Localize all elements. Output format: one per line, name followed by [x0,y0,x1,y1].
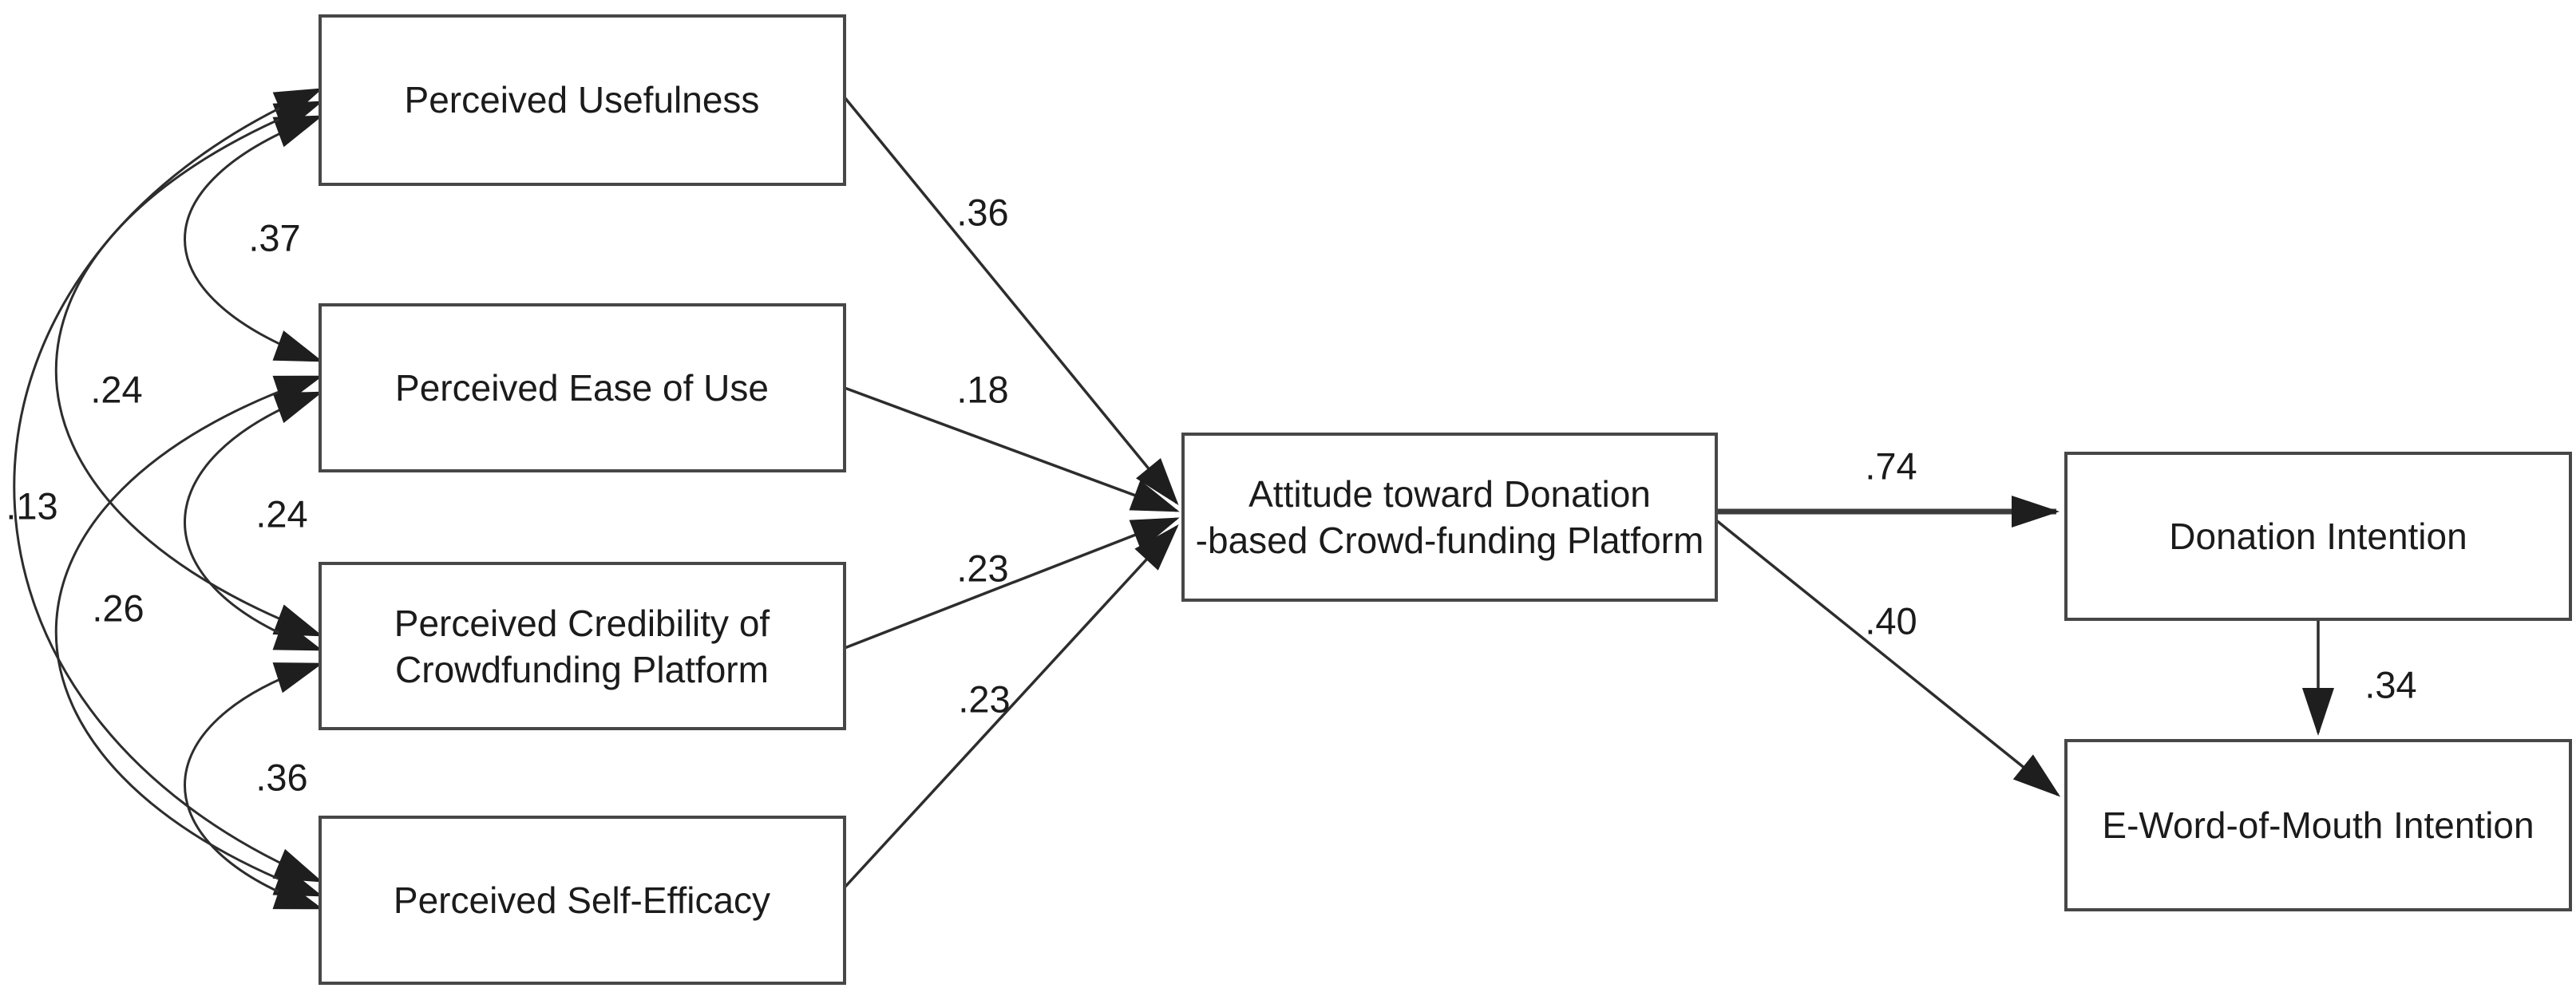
node-label-ewom-intention: E-Word-of-Mouth Intention [2102,804,2534,846]
coefficient-pu-attitude: .36 [956,192,1008,234]
covariance-arcs: .37 .24 .13 .24 .26 .36 [6,88,323,910]
covariance-value-pu-peou: .37 [248,217,300,259]
node-ewom-intention: E-Word-of-Mouth Intention [2064,739,2572,911]
node-box-perceived-ease-of-use [319,303,846,472]
node-box-perceived-credibility [319,562,846,730]
node-box-donation-intention [2064,452,2572,621]
coefficient-attitude-ewom: .40 [1865,600,1917,642]
path-arrow-pse-to-attitude [843,524,1179,889]
path-arrow-pcr-to-attitude [844,517,1180,650]
node-perceived-credibility: Perceived Credibility of Crowdfunding Pl… [319,562,846,730]
path-arrow-peou-to-attitude [844,386,1180,512]
node-attitude: Attitude toward Donation -based Crowd-fu… [1181,433,1718,602]
path-arrow-pu-to-attitude [843,96,1179,506]
node-label-perceived-usefulness: Perceived Usefulness [405,79,760,121]
covariance-value-peou-pcr: .24 [255,493,307,535]
node-label-donation-intention: Donation Intention [2169,516,2467,557]
construct-nodes: Perceived Usefulness Perceived Ease of U… [319,14,2572,985]
node-label-perceived-self-efficacy: Perceived Self-Efficacy [394,879,770,921]
node-perceived-usefulness: Perceived Usefulness [319,14,846,186]
node-label-attitude-line2: -based Crowd-funding Platform [1196,520,1704,561]
node-box-perceived-self-efficacy [319,816,846,985]
node-perceived-ease-of-use: Perceived Ease of Use [319,303,846,472]
covariance-arc-pu-peou [184,115,323,362]
covariance-arc-pu-pse [13,88,323,883]
structural-paths: .36 .18 .23 .23 .74 .40 .34 [843,96,2417,889]
node-box-ewom-intention [2064,739,2572,911]
node-perceived-self-efficacy: Perceived Self-Efficacy [319,816,846,985]
covariance-arc-pcr-pse [184,662,323,910]
coefficient-donation-ewom: .34 [2364,664,2416,706]
node-box-attitude [1181,433,1718,602]
coefficient-pcr-attitude: .23 [956,547,1008,590]
node-label-perceived-ease-of-use: Perceived Ease of Use [395,367,769,409]
covariance-arc-pu-pcr [54,101,323,637]
coefficient-pse-attitude: .23 [958,678,1010,721]
covariance-value-pcr-pse: .36 [255,757,307,799]
covariance-arc-peou-pse [54,375,323,897]
node-box-perceived-usefulness [319,14,846,186]
node-label-attitude-line1: Attitude toward Donation [1248,473,1651,515]
covariance-value-pu-pcr: .24 [90,369,142,411]
covariance-value-pu-pse: .13 [6,485,57,528]
path-arrow-attitude-to-ewom [1715,519,2061,797]
covariance-arc-peou-pcr [184,391,323,651]
node-donation-intention: Donation Intention [2064,452,2572,621]
coefficient-attitude-donation: .74 [1865,445,1917,488]
node-label-perceived-credibility-line2: Crowdfunding Platform [395,649,769,690]
node-label-perceived-credibility-line1: Perceived Credibility of [394,603,770,644]
covariance-value-peou-pse: .26 [92,587,144,630]
coefficient-peou-attitude: .18 [956,369,1008,411]
